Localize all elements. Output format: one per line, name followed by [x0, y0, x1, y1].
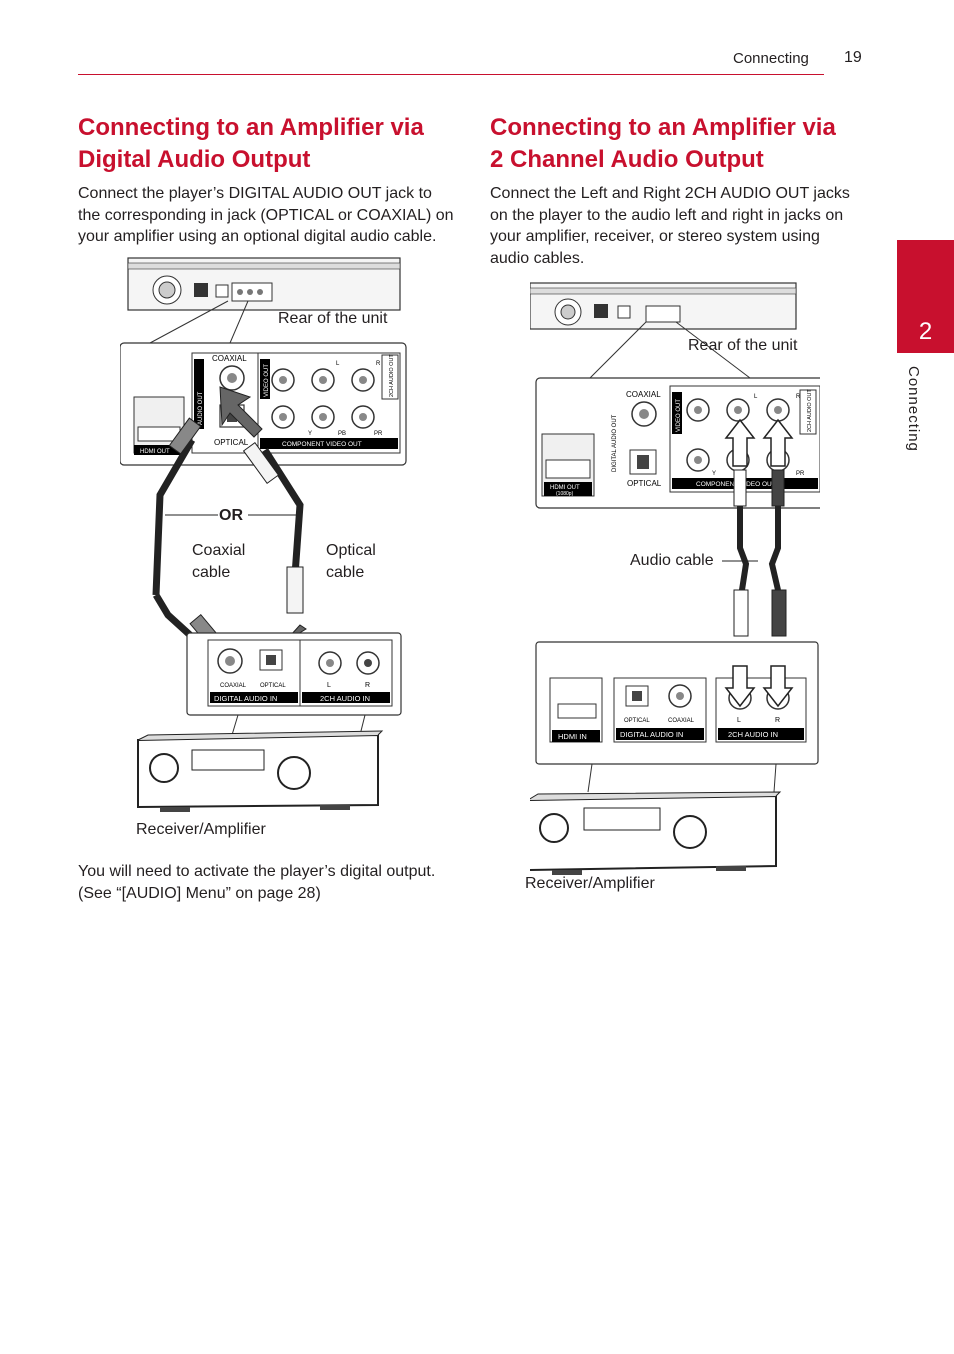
left-note: You will need to activate the player’s d…	[78, 861, 435, 905]
digital-audio-diagram: HDMI OUT AUDIO OUT COAXIAL OPTICAL VIDEO…	[120, 257, 407, 812]
receiver-amplifier-unit	[137, 730, 384, 812]
optical-cable-line2: cable	[326, 564, 365, 581]
receiver-amplifier-unit-2	[530, 791, 782, 875]
recv-hdmi-in-label: HDMI IN	[558, 732, 587, 741]
left-body-text: Connect the player’s DIGITAL AUDIO OUT j…	[78, 185, 454, 245]
header-rule	[78, 74, 824, 75]
player-y-label: Y	[308, 431, 312, 437]
player-rear-unit	[127, 257, 401, 311]
recv-digital-in-label: DIGITAL AUDIO IN	[214, 694, 277, 703]
audio-cable-label: Audio cable	[630, 552, 714, 569]
recv-optical-label: OPTICAL	[260, 683, 286, 689]
optical-cable-line1: Optical	[326, 542, 376, 559]
audio-cable	[733, 469, 787, 637]
video-out-label-2: VIDEO OUT	[676, 399, 682, 432]
recv-2ch-in-label: 2CH AUDIO IN	[320, 694, 370, 703]
optical-cable	[242, 442, 307, 658]
chapter-number: 2	[918, 318, 933, 345]
recv-r-label-2: R	[775, 717, 780, 724]
player-y-label-2: Y	[712, 471, 716, 477]
player-r-label-2: R	[796, 394, 801, 400]
two-channel-diagram: HDMI OUT (1080p) DIGITAL AUDIO OUT COAXI…	[530, 282, 820, 875]
player-rear-unit-2	[530, 282, 797, 330]
coaxial-cable-line2: cable	[192, 564, 231, 581]
left-rear-label: Rear of the unit	[278, 310, 388, 327]
player-pr-label-2: PR	[796, 471, 805, 477]
coaxial-cable-line1: Coaxial	[192, 542, 246, 559]
player-pb-label: PB	[338, 431, 346, 437]
down-arrows	[724, 665, 794, 708]
or-label: OR	[219, 507, 243, 524]
ch-audio-out-label-2: 2CH AUDIO OUT	[807, 389, 813, 432]
digital-audio-out-label: DIGITAL AUDIO OUT	[612, 414, 618, 472]
left-section-title: Connecting to an Amplifier via Digital A…	[78, 112, 424, 176]
player-r-label: R	[376, 361, 381, 367]
recv-coaxial-label-2: COAXIAL	[668, 718, 695, 724]
video-out-label: VIDEO OUT	[264, 364, 270, 397]
component-video-label: COMPONENT VIDEO OUT	[282, 441, 362, 448]
player-pr-label: PR	[374, 431, 383, 437]
left-title-line1: Connecting to an Amplifier via	[78, 114, 424, 141]
recv-r-label: R	[365, 682, 370, 689]
hdmi-out-label-2: HDMI OUT	[550, 485, 580, 491]
recv-2ch-in-label-2: 2CH AUDIO IN	[728, 730, 778, 739]
audio-out-label: AUDIO OUT	[198, 391, 204, 425]
recv-coaxial-label: COAXIAL	[220, 683, 247, 689]
up-arrows	[724, 418, 794, 467]
right-title-line1: Connecting to an Amplifier via	[490, 114, 836, 141]
right-section-title: Connecting to an Amplifier via 2 Channel…	[490, 112, 836, 176]
hdmi-res-label: (1080p)	[556, 491, 574, 497]
optical-jack-label-2: OPTICAL	[627, 479, 662, 488]
right-title-line2: 2 Channel Audio Output	[490, 146, 764, 173]
player-l-label-2: L	[754, 394, 758, 400]
hdmi-out-label: HDMI OUT	[140, 449, 170, 455]
player-jack-panel: HDMI OUT AUDIO OUT COAXIAL OPTICAL VIDEO…	[120, 342, 407, 466]
right-receiver-label: Receiver/Amplifier	[525, 875, 655, 892]
right-body-text: Connect the Left and Right 2CH AUDIO OUT…	[490, 185, 850, 267]
player-l-label: L	[336, 361, 340, 367]
optical-cable-label: Optical cable	[326, 540, 376, 584]
recv-digital-in-label-2: DIGITAL AUDIO IN	[620, 730, 683, 739]
left-note-line1: You will need to activate the player’s d…	[78, 863, 436, 880]
right-rear-label: Rear of the unit	[688, 337, 798, 354]
optical-jack-label: OPTICAL	[214, 438, 249, 447]
ch-audio-out-label: 2CH AUDIO OUT	[389, 354, 395, 397]
coaxial-jack-label: COAXIAL	[212, 354, 247, 363]
receiver-jack-panel: COAXIAL OPTICAL L R DIGITAL AUDIO IN 2CH…	[186, 632, 402, 716]
coaxial-cable-label: Coaxial cable	[192, 540, 245, 584]
recv-optical-label-2: OPTICAL	[624, 718, 650, 724]
recv-l-label: L	[327, 682, 331, 689]
running-header-section: Connecting	[733, 50, 809, 67]
left-title-line2: Digital Audio Output	[78, 146, 311, 173]
chapter-tab: 2	[897, 240, 954, 353]
recv-l-label-2: L	[737, 717, 741, 724]
chapter-label: Connecting	[905, 366, 922, 452]
coaxial-jack-label-2: COAXIAL	[626, 390, 661, 399]
left-receiver-label: Receiver/Amplifier	[136, 821, 266, 838]
left-note-line2: (See “[AUDIO] Menu” on page 28)	[78, 885, 321, 902]
page-number: 19	[844, 49, 862, 66]
